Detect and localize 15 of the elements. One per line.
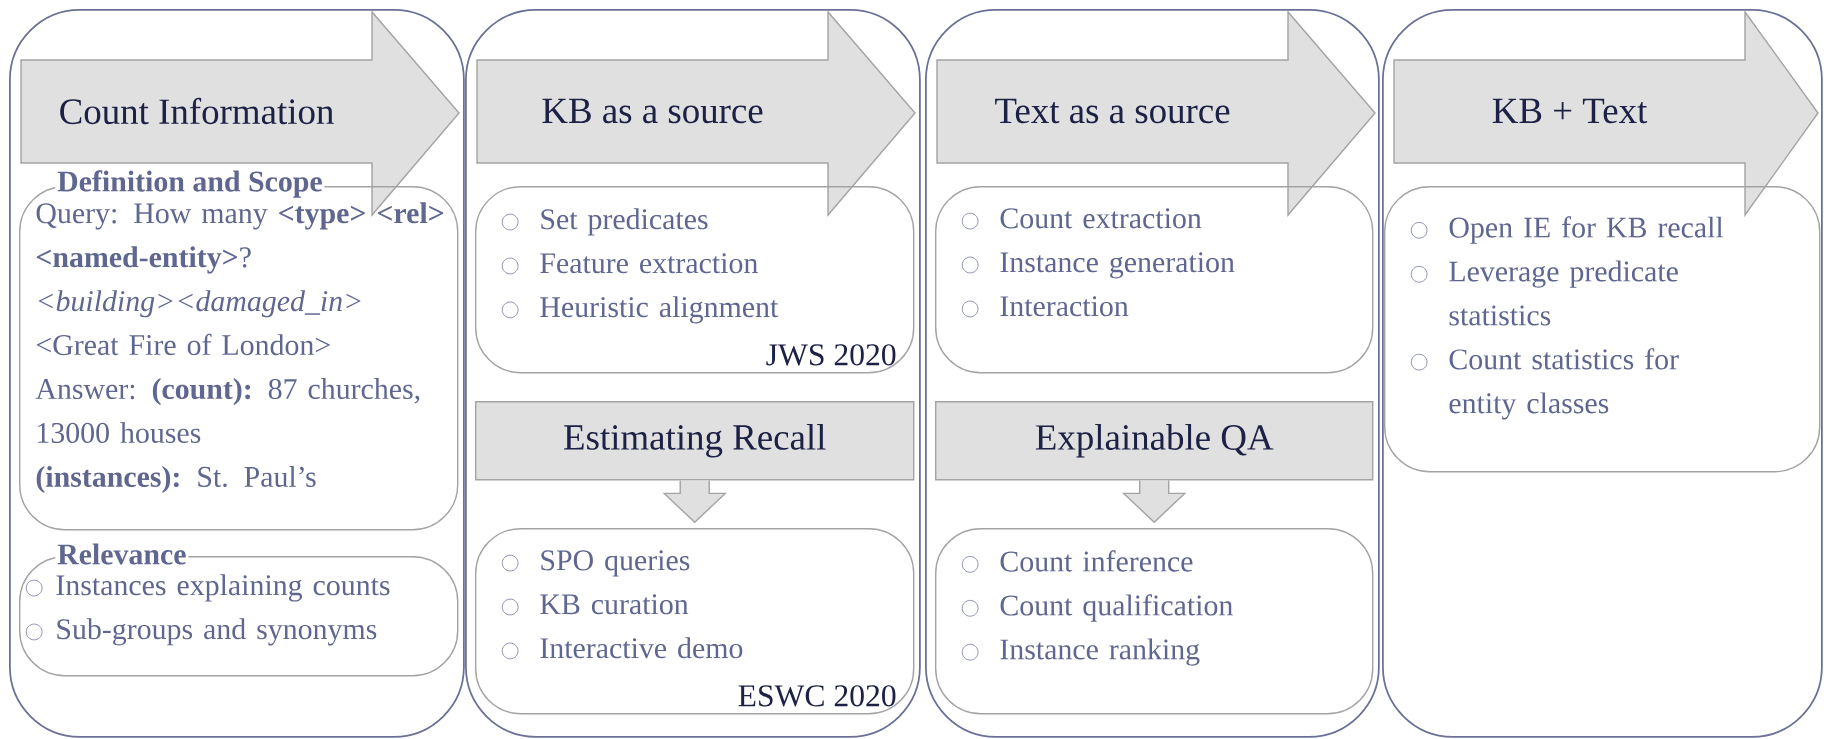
- venue-label: ESWC 2020: [738, 685, 896, 707]
- banner-box: Explainable QA: [935, 401, 1374, 481]
- text-box: Count inference Count qualification Instance ranking: [935, 528, 1374, 715]
- down-arrow: [1121, 479, 1187, 524]
- banner-box: Estimating Recall: [475, 401, 915, 481]
- column-panel: [925, 9, 1380, 738]
- venue-label: JWS 2020: [766, 344, 896, 366]
- column-panel: [9, 9, 465, 738]
- column-panel: [1382, 9, 1823, 738]
- text-box: Relevance Instances explaining counts Sub-groups and synonyms: [19, 541, 459, 677]
- text-box: Open IE for KB recall Leverage predicate statistics Count statistics for entity classes: [1384, 186, 1821, 473]
- down-arrow: [662, 479, 727, 524]
- column-panel: [465, 9, 921, 738]
- text-box: Definition and Scope Query: How many <type> <rel> <named-entity>? <building><damaged_in> <Great Fire of London> Answer: (count): 87 churches, 13000 houses (instances): St. Paul’s: [19, 168, 459, 531]
- text-box: Count extraction Instance generation Interaction: [935, 186, 1374, 374]
